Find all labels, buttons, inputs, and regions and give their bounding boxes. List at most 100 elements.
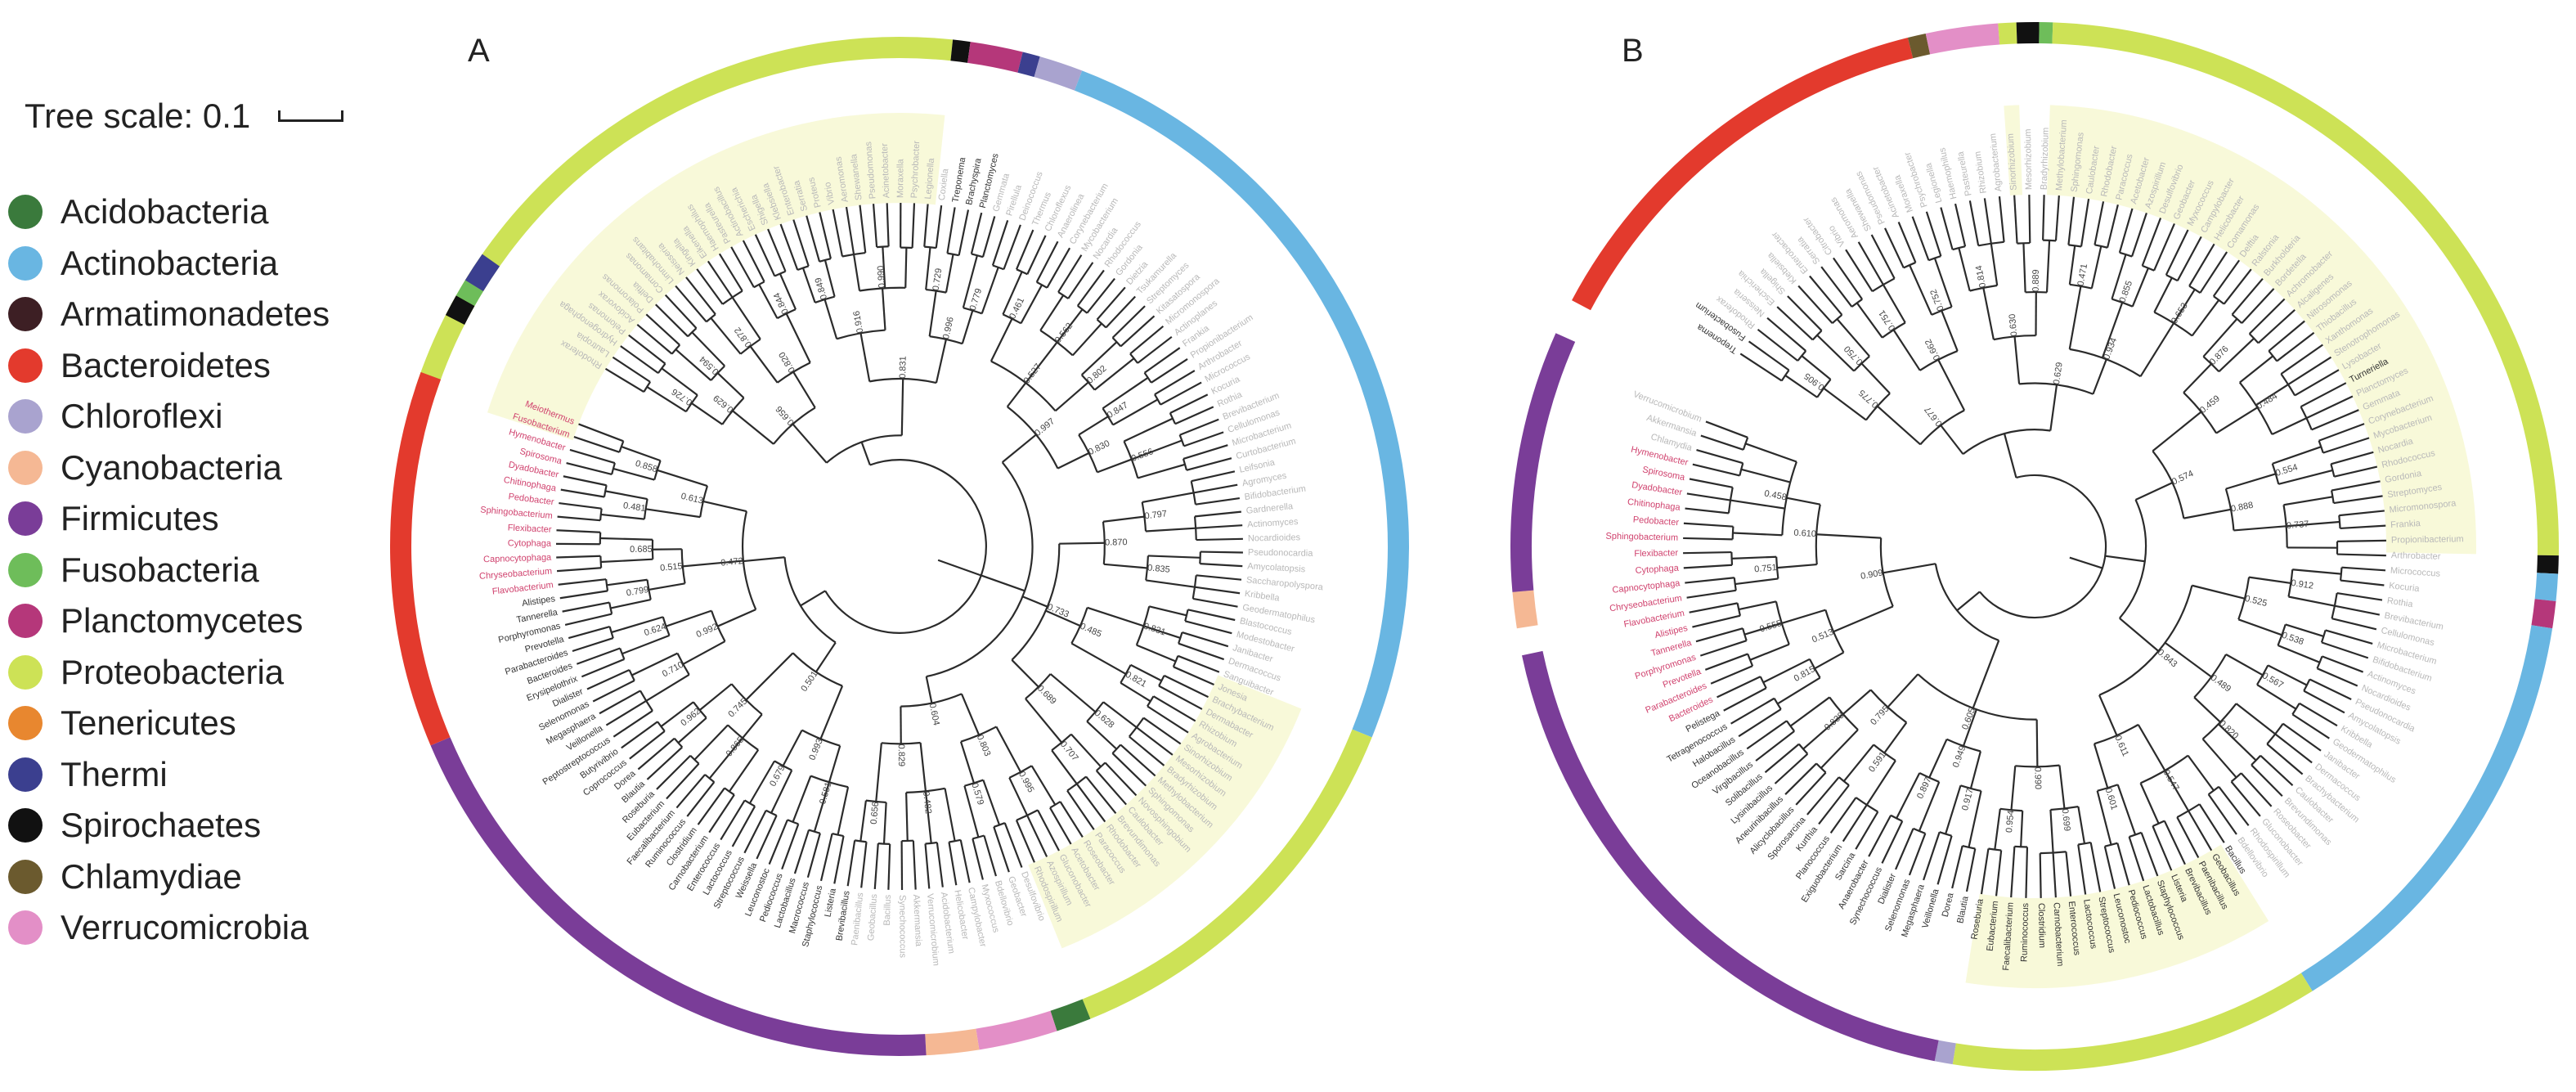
bootstrap-value: 0.513 — [1811, 627, 1835, 645]
tree-branch — [2067, 196, 2076, 245]
legend-item-armatimonadetes: Armatimonadetes — [8, 289, 330, 340]
bootstrap-value: 0.605 — [1960, 707, 1977, 731]
tree-branch — [1704, 653, 1748, 671]
tree-branch — [990, 360, 1057, 412]
tree-branch — [2321, 641, 2369, 659]
tree-branch — [682, 559, 743, 568]
tree-branch — [1075, 783, 1106, 823]
legend-swatch — [8, 654, 43, 690]
tree-branch — [1897, 222, 1917, 263]
tree-branch — [1865, 393, 1891, 421]
tree-branch — [1733, 577, 1737, 591]
tree-branch — [1816, 334, 1855, 372]
tree-branch — [2337, 539, 2386, 542]
tree-branch — [655, 303, 689, 338]
legend-item-actinobacteria: Actinobacteria — [8, 238, 330, 290]
phylum-ring-proteobacteria — [2052, 22, 2559, 556]
tree-branch — [1968, 200, 1980, 246]
tree-branch — [1006, 382, 1027, 407]
tree-branch — [1002, 434, 1037, 463]
tree-branch — [2199, 251, 2228, 294]
tree-branch — [1892, 329, 1921, 371]
tree-branch — [1785, 720, 1796, 732]
tree-branch — [1145, 527, 1196, 533]
legend-label: Firmicutes — [61, 499, 219, 538]
tree-branch — [815, 641, 837, 673]
tree-branch — [1884, 227, 1905, 268]
tree-branch — [2340, 579, 2385, 586]
tree-branch — [2311, 409, 2359, 431]
tree-branch — [1732, 532, 1783, 537]
tree-branch — [2188, 243, 2215, 287]
tree-branch — [2077, 844, 2087, 895]
tree-branch — [1147, 695, 1155, 707]
tree-branch — [1196, 524, 1243, 529]
tree-branch — [1120, 744, 1156, 777]
tree-branch — [923, 204, 929, 247]
tree-branch — [2025, 847, 2029, 898]
tree-branch — [1972, 640, 2000, 709]
tree-branch — [1919, 409, 1965, 446]
tree-branch — [2131, 267, 2149, 308]
tree-branch — [1196, 574, 1242, 581]
tree-branch — [631, 652, 678, 676]
tip-label: Amycolatopsis — [1247, 561, 1306, 574]
tree-branch — [2116, 843, 2130, 886]
tree-branch — [1781, 461, 1797, 536]
tree-branch — [621, 445, 661, 462]
tree-branch — [2291, 713, 2330, 739]
tree-branch — [1178, 434, 1185, 447]
tree-branch — [2318, 440, 2324, 453]
tree-branch — [2267, 664, 2308, 686]
tree-branch — [2331, 480, 2381, 492]
tree-branch — [1124, 417, 1174, 443]
tree-branch — [2309, 678, 2352, 701]
tree-branch — [1095, 770, 1127, 806]
tree-branch — [1755, 730, 1795, 762]
tree-branch — [990, 318, 1013, 362]
bootstrap-value: 0.870 — [1105, 537, 1128, 547]
tree-branch — [1151, 358, 1188, 384]
tree-branch — [828, 745, 841, 783]
tree-branch — [860, 842, 868, 888]
tree-branch — [801, 267, 816, 303]
tree-branch — [716, 372, 745, 399]
tip-highlight-band — [487, 113, 1302, 949]
bootstrap-value: 0.482 — [921, 791, 933, 815]
phylum-ring-proteobacteria — [1082, 729, 1372, 1019]
tree-branch — [603, 485, 608, 497]
tree-branch — [859, 286, 906, 292]
tree-branch — [732, 410, 774, 445]
tree-branch — [1869, 689, 1907, 724]
tree-branch — [2331, 451, 2374, 465]
tree-branch — [792, 219, 810, 267]
tree-branch — [1129, 735, 1165, 766]
tree-branch — [1815, 504, 1821, 565]
bootstrap-value: 0.751 — [1877, 308, 1897, 333]
tree-branch — [904, 247, 908, 288]
bootstrap-value: 0.934 — [2102, 336, 2119, 361]
tip-label: Nocardioides — [1248, 533, 1301, 543]
bootstrap-value: 0.917 — [1960, 788, 1976, 812]
tree-branch — [742, 713, 763, 739]
tree-branch — [2336, 553, 2386, 557]
tree-branch — [2098, 585, 2193, 696]
tree-branch — [905, 792, 909, 841]
tree-branch — [661, 367, 698, 396]
tree-branch — [1059, 542, 1105, 545]
tree-branch — [2193, 654, 2227, 699]
tip-label: Acidobacterium — [939, 892, 956, 955]
tree-branch — [819, 685, 844, 739]
tree-branch — [1738, 708, 1782, 738]
tree-branch — [2022, 243, 2026, 293]
tree-branch — [646, 746, 683, 780]
tree-branch — [696, 268, 724, 305]
bootstrap-value: 0.629 — [711, 393, 735, 415]
bootstrap-value: 0.471 — [2076, 263, 2089, 286]
legend-swatch — [8, 245, 43, 281]
legend-item-bacteroidetes: Bacteroidetes — [8, 340, 330, 392]
bootstrap-value: 0.797 — [1144, 509, 1168, 521]
tree-branch — [1965, 848, 1977, 892]
tip-label: Leifsonia — [1238, 457, 1276, 475]
tree-branch — [1881, 820, 1904, 864]
